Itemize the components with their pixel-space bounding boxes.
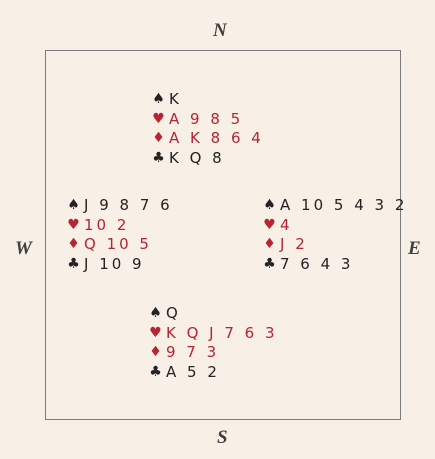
east-spades-row: ♠ A 10 5 4 3 2: [262, 196, 407, 216]
south-label: S: [217, 427, 228, 448]
south-clubs-cards: A 5 2: [166, 362, 220, 381]
north-label: N: [213, 20, 227, 41]
south-hearts-row: ♥ K Q J 7 6 3: [148, 324, 278, 344]
west-hearts-row: ♥ 10 2: [66, 216, 173, 236]
heart-icon: ♥: [67, 216, 80, 233]
north-hand: ♠ K ♥ A 9 8 5 ♦ A K 8 6 4 ♣ K Q 8: [151, 90, 264, 168]
east-clubs-row: ♣ 7 6 4 3: [262, 255, 407, 275]
diamond-icon: ♦: [152, 130, 165, 146]
club-icon: ♣: [263, 255, 276, 272]
west-spades-row: ♠ J 9 8 7 6: [66, 196, 173, 216]
east-hand: ♠ A 10 5 4 3 2 ♥ 4 ♦ J 2 ♣ 7 6 4 3: [262, 196, 407, 274]
south-hearts-cards: K Q J 7 6 3: [166, 323, 278, 342]
spade-icon: ♠: [67, 197, 80, 213]
club-icon: ♣: [149, 363, 162, 380]
north-diamonds-row: ♦ A K 8 6 4: [151, 129, 264, 149]
south-clubs-row: ♣ A 5 2: [148, 363, 278, 383]
south-diamonds-row: ♦ 9 7 3: [148, 343, 278, 363]
south-diamonds-cards: 9 7 3: [166, 343, 220, 361]
north-hearts-cards: A 9 8 5: [169, 109, 244, 128]
south-spades-cards: Q: [166, 304, 181, 322]
heart-icon: ♥: [263, 216, 276, 233]
east-diamonds-row: ♦ J 2: [262, 235, 407, 255]
west-spades-cards: J 9 8 7 6: [84, 196, 173, 214]
spade-icon: ♠: [152, 91, 165, 107]
north-spades-row: ♠ K: [151, 90, 264, 110]
diamond-icon: ♦: [263, 236, 276, 252]
north-clubs-row: ♣ K Q 8: [151, 149, 264, 169]
west-hand: ♠ J 9 8 7 6 ♥ 10 2 ♦ Q 10 5 ♣ J 10 9: [66, 196, 173, 274]
east-hearts-cards: 4: [280, 215, 293, 234]
north-hearts-row: ♥ A 9 8 5: [151, 110, 264, 130]
north-spades-cards: K: [169, 90, 182, 108]
west-clubs-cards: J 10 9: [84, 254, 145, 273]
table-frame: [45, 50, 401, 420]
west-diamonds-cards: Q 10 5: [84, 235, 152, 253]
west-clubs-row: ♣ J 10 9: [66, 255, 173, 275]
heart-icon: ♥: [149, 324, 162, 341]
spade-icon: ♠: [149, 305, 162, 321]
club-icon: ♣: [152, 149, 165, 166]
club-icon: ♣: [67, 255, 80, 272]
east-diamonds-cards: J 2: [280, 235, 308, 253]
west-diamonds-row: ♦ Q 10 5: [66, 235, 173, 255]
east-spades-cards: A 10 5 4 3 2: [280, 196, 408, 214]
heart-icon: ♥: [152, 110, 165, 127]
diamond-icon: ♦: [67, 236, 80, 252]
diamond-icon: ♦: [149, 344, 162, 360]
west-label: W: [15, 238, 32, 259]
east-label: E: [408, 238, 421, 259]
south-spades-row: ♠ Q: [148, 304, 278, 324]
spade-icon: ♠: [263, 197, 276, 213]
west-hearts-cards: 10 2: [84, 215, 130, 234]
south-hand: ♠ Q ♥ K Q J 7 6 3 ♦ 9 7 3 ♣ A 5 2: [148, 304, 278, 382]
east-hearts-row: ♥ 4: [262, 216, 407, 236]
north-diamonds-cards: A K 8 6 4: [169, 129, 264, 147]
north-clubs-cards: K Q 8: [169, 148, 225, 167]
east-clubs-cards: 7 6 4 3: [280, 254, 354, 273]
